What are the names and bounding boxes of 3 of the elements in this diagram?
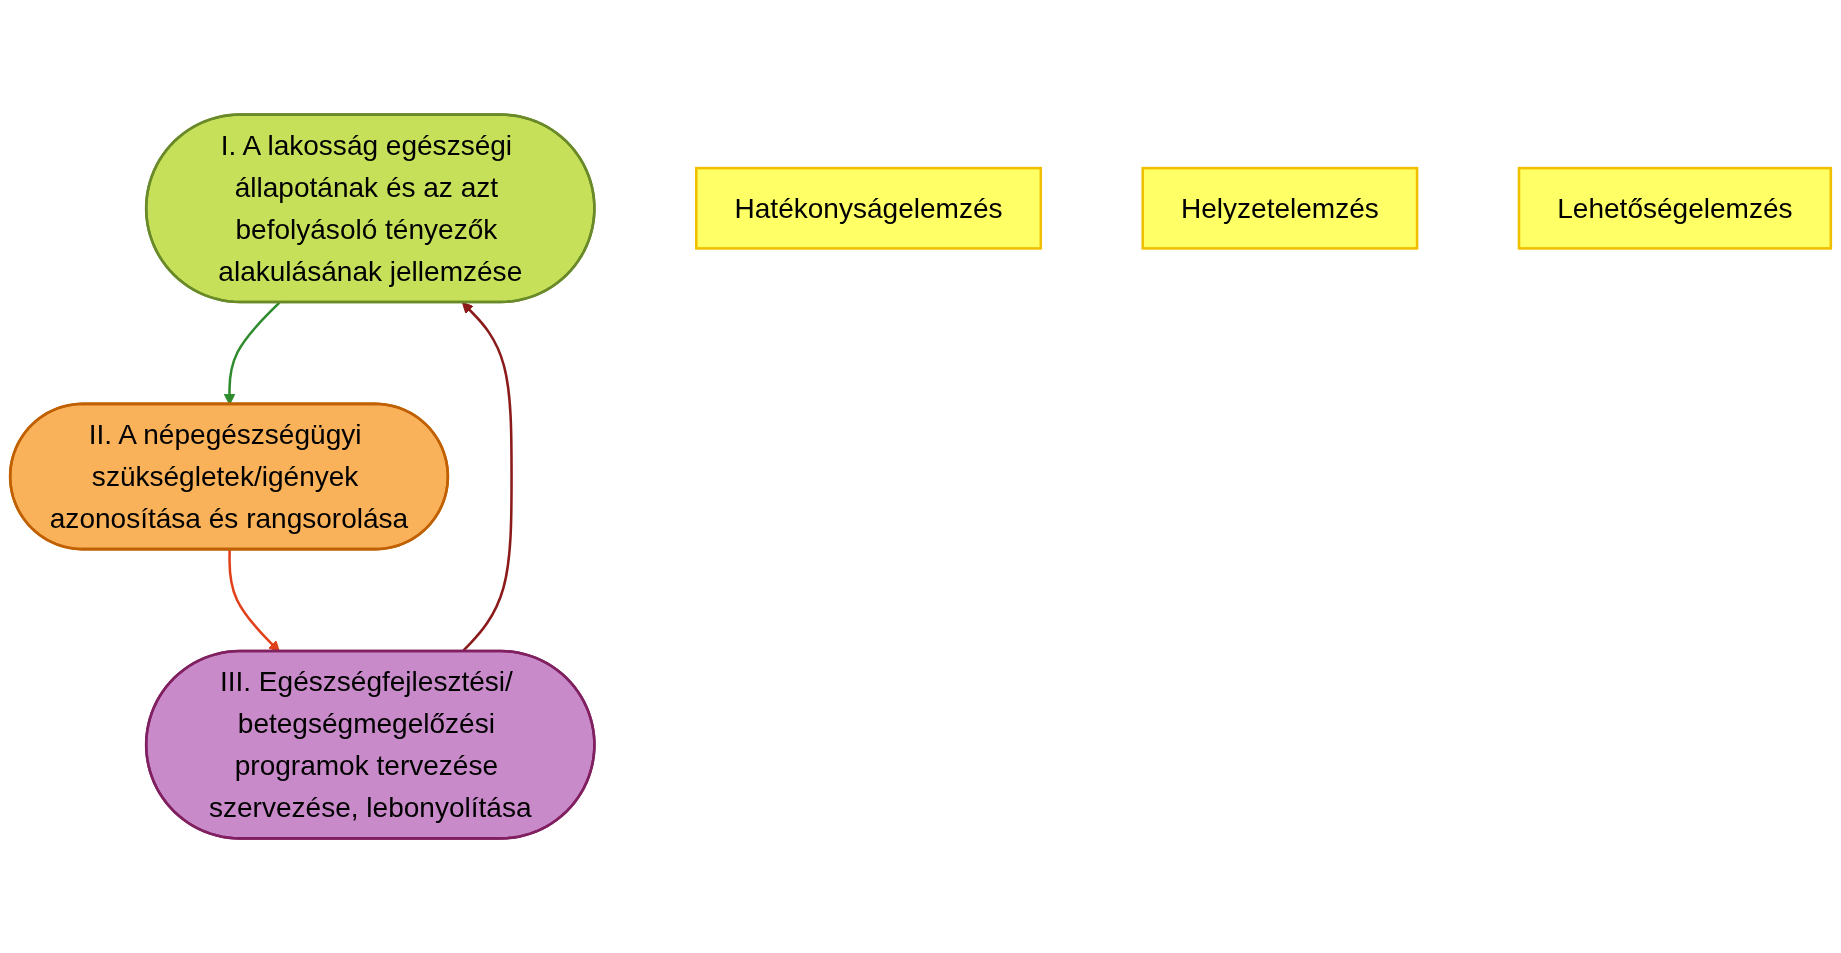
node-box: Helyzetelemzés bbox=[1141, 166, 1419, 250]
node-box: Lehetőségelemzés bbox=[1517, 166, 1833, 250]
node-box: Hatékonyságelemzés bbox=[695, 166, 1043, 250]
